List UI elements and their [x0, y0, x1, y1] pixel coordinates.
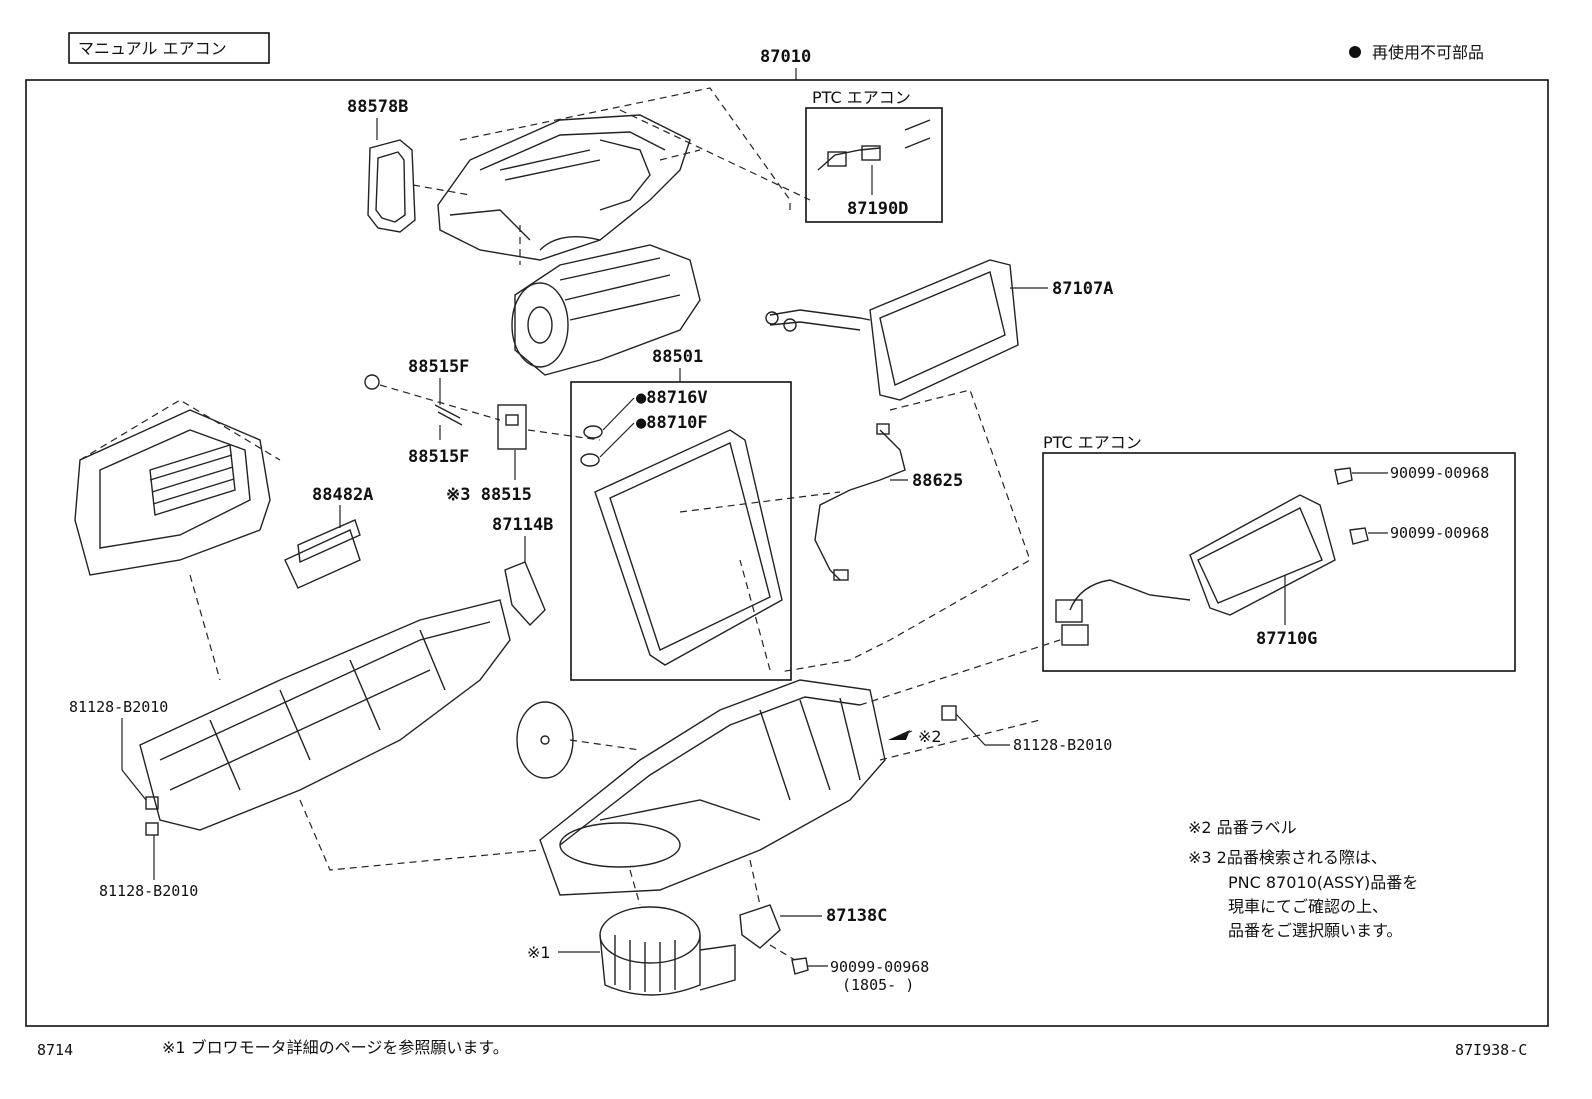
part-90099-c-note: (1805- ): [842, 976, 914, 994]
note-3-line4: 品番をご選択願います。: [1228, 921, 1402, 940]
assembly-number: 87010: [760, 47, 811, 67]
evaporator-box: [570, 381, 792, 681]
screw-90099-c: [791, 957, 809, 975]
reuse-prohibited-icon: [1349, 46, 1361, 58]
lower-center-case-part: [539, 679, 886, 896]
part-87190D: 87190D: [847, 199, 908, 219]
resistor-87114B: [504, 561, 546, 627]
part-88710F: ●88710F: [636, 413, 708, 433]
screw-90099-a: [1334, 467, 1353, 485]
note-3-line2: PNC 87010(ASSY)品番を: [1228, 873, 1418, 892]
note-2: ※2 品番ラベル: [1188, 818, 1297, 837]
clip-81128-right: [941, 705, 957, 721]
part-88578B: 88578B: [347, 97, 408, 117]
part-90099-b: 90099-00968: [1390, 524, 1489, 542]
footnote: ※1 ブロワモータ詳細のページを参照願います。: [162, 1038, 509, 1057]
lower-left-case-part: [139, 599, 511, 831]
gasket-88578B: [367, 139, 416, 233]
screw-90099-b: [1349, 527, 1369, 545]
part-88716V: ●88716V: [636, 388, 708, 408]
blower-case-part: [511, 244, 701, 376]
legend-text: 再使用不可部品: [1372, 43, 1484, 62]
part-90099-a: 90099-00968: [1390, 464, 1489, 482]
note-3-line3: 現車にてご確認の上、: [1228, 897, 1388, 916]
variant-label: マニュアル エアコン: [78, 39, 227, 58]
ptc-harness-part: [817, 119, 931, 171]
figure-code: 87I938-C: [1455, 1041, 1527, 1059]
part-87107A: 87107A: [1052, 279, 1113, 299]
part-88515F-top: 88515F: [408, 357, 469, 377]
part-90099-c: 90099-00968: [830, 958, 929, 976]
part-81128-right: 81128-B2010: [1013, 736, 1112, 754]
o-ring-88710F: [580, 453, 600, 467]
part-87138C: 87138C: [826, 906, 887, 926]
ptc-box-top: [805, 107, 943, 223]
blower-motor-part: [599, 906, 736, 996]
label-arrow-icon: [888, 730, 910, 740]
servo-87138C: [739, 904, 781, 949]
variant-label-box: [68, 32, 270, 64]
part-81128-left-top: 81128-B2010: [69, 698, 168, 716]
mark-1: ※1: [527, 943, 551, 962]
expansion-valve-88515: [497, 404, 527, 450]
part-87114B: 87114B: [492, 515, 553, 535]
note-3-line1: ※3 2品番検索される際は、: [1188, 848, 1387, 867]
damper-disc-part: [516, 701, 574, 779]
o-ring-88716V: [583, 425, 603, 439]
clip-81128-left-bot: [145, 822, 159, 836]
left-case-part: [74, 409, 271, 576]
ptc-box-right: [1042, 452, 1516, 672]
upper-case-part: [437, 114, 691, 261]
damper-88482A: [284, 519, 361, 589]
part-88515F-bot: 88515F: [408, 447, 469, 467]
part-88501: 88501: [652, 347, 703, 367]
part-81128-left-bot: 81128-B2010: [99, 882, 198, 900]
ptc-label-right: PTC エアコン: [1043, 433, 1142, 452]
ptc-heater-87710G: [1055, 494, 1336, 646]
mark-2: ※2: [918, 727, 942, 746]
assembly-frame: [25, 79, 1549, 1027]
evaporator-88501: [594, 429, 783, 666]
part-88482A: 88482A: [312, 485, 373, 505]
clip-88515F: [364, 374, 463, 426]
part-88515: ※3 88515: [446, 485, 532, 505]
thermistor-88625: [814, 423, 906, 581]
page-code: 8714: [37, 1041, 73, 1059]
clip-81128-left-top: [145, 796, 159, 810]
heater-core-87107A: [765, 259, 1019, 401]
part-88625: 88625: [912, 471, 963, 491]
ptc-label-top: PTC エアコン: [812, 88, 911, 107]
part-87710G: 87710G: [1256, 629, 1317, 649]
